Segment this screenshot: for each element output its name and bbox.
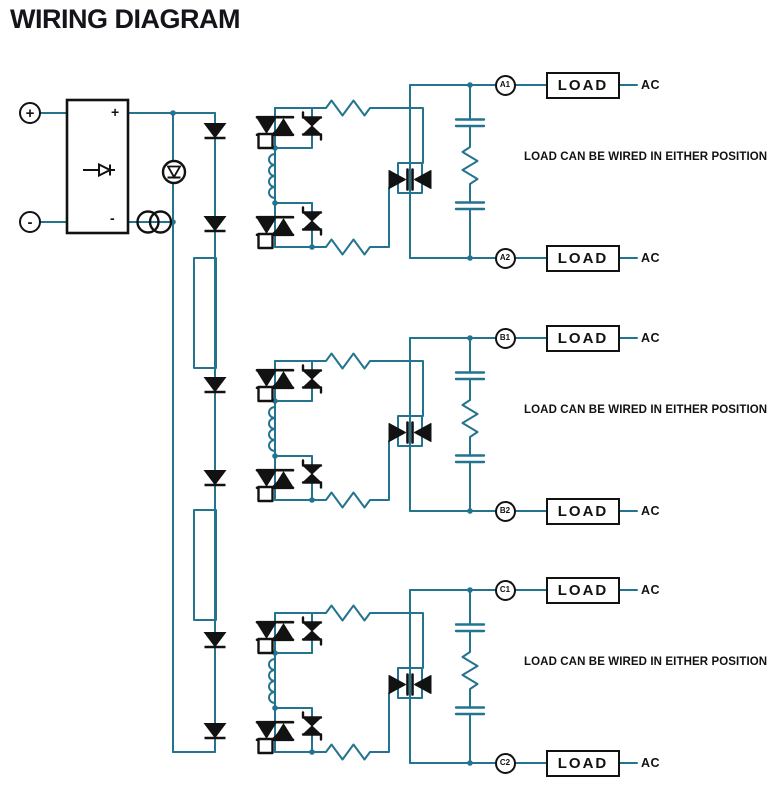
chain-resistor-icon xyxy=(193,257,217,369)
terminal-b2: B2 xyxy=(494,500,516,522)
load-box-b2: LOAD xyxy=(546,497,620,525)
double-circle-icon xyxy=(136,210,173,234)
dc-negative-terminal: - xyxy=(19,211,41,233)
dc-negative-label: - xyxy=(27,213,33,231)
load-box-b1: LOAD xyxy=(546,324,620,352)
terminal-a1: A1 xyxy=(494,74,516,96)
bridge-negative-mark: - xyxy=(110,210,115,226)
ac-label-b2: AC xyxy=(641,504,661,518)
note-a: LOAD CAN BE WIRED IN EITHER POSITION xyxy=(524,151,768,163)
ac-label-a1: AC xyxy=(641,78,661,92)
terminal-c2: C2 xyxy=(494,752,516,774)
ac-label-c2: AC xyxy=(641,756,661,770)
load-box-a1-label: LOAD xyxy=(557,76,609,94)
led-chain-diodes xyxy=(203,123,227,740)
terminal-a2-label: A2 xyxy=(499,253,511,262)
load-box-a2-label: LOAD xyxy=(557,249,609,267)
load-box-b1-label: LOAD xyxy=(557,329,609,347)
dc-positive-terminal: + xyxy=(19,102,41,124)
bridge-positive-mark: + xyxy=(111,104,120,120)
load-box-a1: LOAD xyxy=(546,71,620,99)
phase-section-b xyxy=(255,333,639,516)
note-b: LOAD CAN BE WIRED IN EITHER POSITION xyxy=(524,404,768,416)
terminal-c2-label: C2 xyxy=(499,758,511,767)
bridge-rectifier-icon xyxy=(65,98,130,235)
ac-label-b1: AC xyxy=(641,331,661,345)
chain-resistor-icon xyxy=(193,509,217,621)
ac-label-a2: AC xyxy=(641,251,661,265)
terminal-b1-label: B1 xyxy=(499,333,511,342)
terminal-b2-label: B2 xyxy=(499,506,511,515)
phase-section-a xyxy=(255,80,639,263)
load-box-c2: LOAD xyxy=(546,749,620,777)
terminal-b1: B1 xyxy=(494,327,516,349)
terminal-c1-label: C1 xyxy=(499,585,511,594)
load-box-a2: LOAD xyxy=(546,244,620,272)
indicator-led-icon xyxy=(161,159,187,185)
load-box-c1-label: LOAD xyxy=(557,581,609,599)
terminal-a2: A2 xyxy=(494,247,516,269)
load-box-c1: LOAD xyxy=(546,576,620,604)
load-box-c2-label: LOAD xyxy=(557,754,609,772)
load-box-b2-label: LOAD xyxy=(557,502,609,520)
phase-section-c xyxy=(255,585,639,768)
dc-positive-label: + xyxy=(25,104,35,122)
page-title: WIRING DIAGRAM xyxy=(10,4,240,34)
note-c: LOAD CAN BE WIRED IN EITHER POSITION xyxy=(524,656,768,668)
terminal-c1: C1 xyxy=(494,579,516,601)
ac-label-c1: AC xyxy=(641,583,661,597)
terminal-a1-label: A1 xyxy=(499,80,511,89)
